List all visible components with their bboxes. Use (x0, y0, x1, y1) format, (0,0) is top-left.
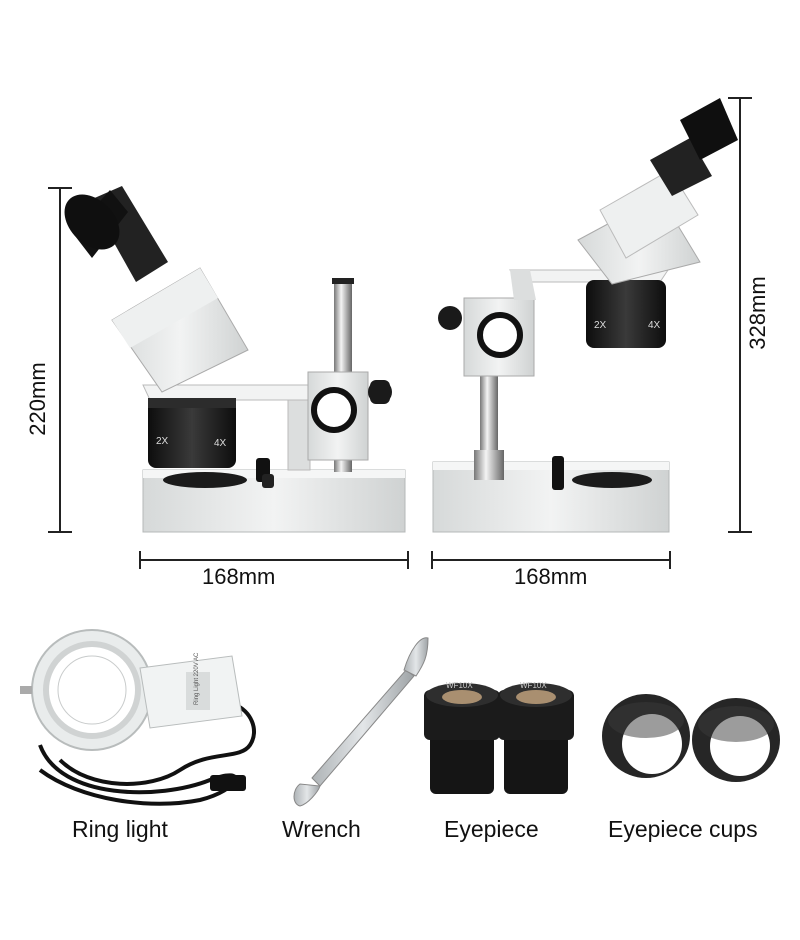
right-width-label: 168mm (514, 564, 588, 589)
ring-light-label: Ring Light 220V AC (194, 652, 200, 705)
caption-ring-light: Ring light (72, 816, 168, 842)
caption-eyepiece-cups: Eyepiece cups (608, 816, 758, 842)
left-lens-high-mark: 4X (214, 438, 227, 449)
eyepiece-cups (602, 694, 780, 782)
microscope-left (64, 186, 406, 533)
right-lens-high-mark: 4X (648, 320, 661, 331)
right-height-label: 328mm (745, 276, 770, 350)
microscope-right (432, 98, 738, 533)
ring-light (20, 629, 256, 806)
dimension-lines (48, 97, 752, 569)
caption-wrench: Wrench (282, 816, 361, 842)
eyepiece-label-1: WF10X (446, 681, 473, 690)
right-lens-low-mark: 2X (594, 320, 607, 331)
caption-eyepiece: Eyepiece (444, 816, 539, 842)
eyepiece-label-2: WF10X (520, 681, 547, 690)
left-lens-low-mark: 2X (156, 436, 169, 447)
left-height-label: 220mm (25, 362, 50, 436)
left-width-label: 168mm (202, 564, 276, 589)
wrench (293, 637, 429, 807)
eyepieces (424, 683, 574, 794)
